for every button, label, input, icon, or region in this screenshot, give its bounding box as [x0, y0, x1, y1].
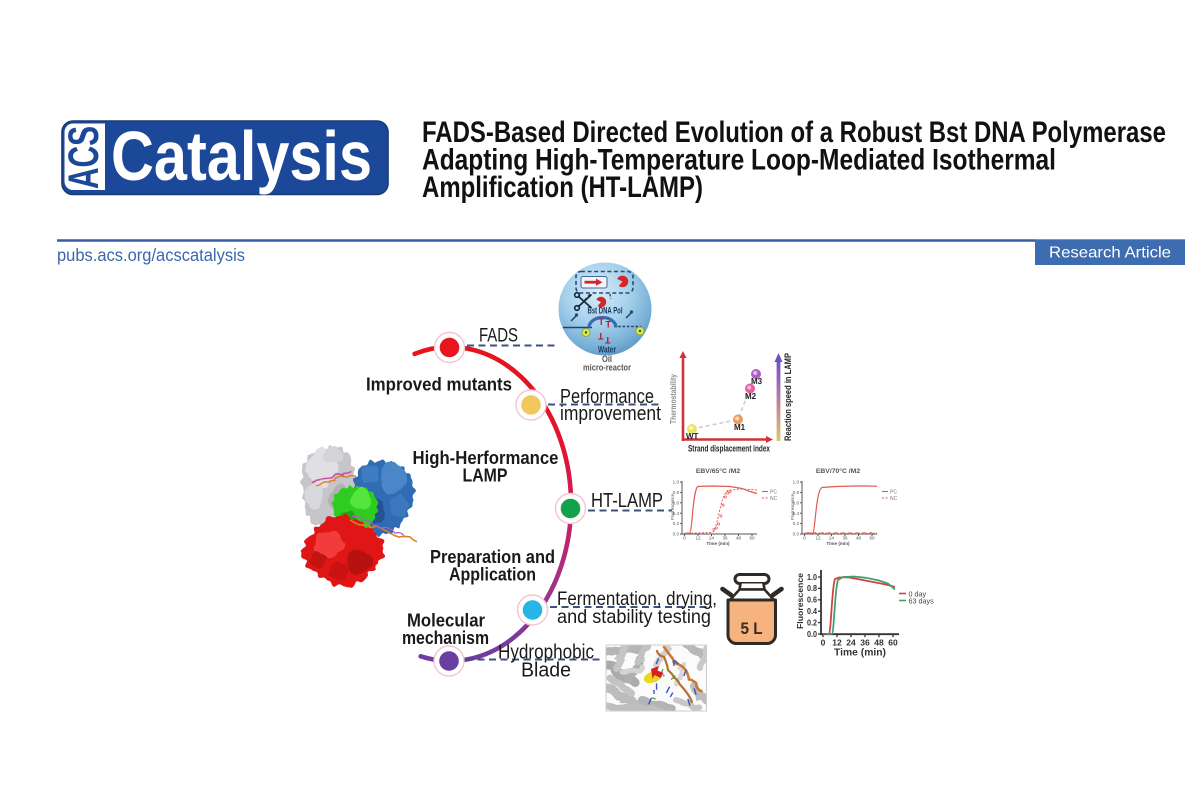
svg-text:Time (min): Time (min) — [826, 541, 850, 546]
svg-text:24: 24 — [846, 638, 856, 648]
svg-text:T: T — [598, 331, 604, 341]
svg-text:EBV/70°C /M2: EBV/70°C /M2 — [816, 467, 860, 475]
svg-text:mechanism: mechanism — [402, 628, 489, 648]
svg-text:60: 60 — [749, 536, 755, 541]
svg-text:1.0: 1.0 — [673, 480, 680, 485]
svg-text:NC: NC — [890, 496, 898, 502]
svg-text:T: T — [606, 320, 612, 330]
svg-text:0.0: 0.0 — [807, 630, 817, 639]
svg-text:0.4: 0.4 — [807, 607, 817, 616]
svg-text:36: 36 — [722, 536, 728, 541]
svg-text:T: T — [605, 335, 611, 345]
svg-text:Thermostability: Thermostability — [668, 374, 678, 424]
svg-text:Fluorescence: Fluorescence — [795, 573, 805, 629]
svg-text:Water: Water — [598, 345, 616, 355]
svg-text:LAMP: LAMP — [463, 466, 508, 486]
svg-text:Catalysis: Catalysis — [111, 117, 372, 195]
svg-text:NC: NC — [770, 496, 778, 502]
svg-text:48: 48 — [736, 536, 742, 541]
svg-text:60: 60 — [888, 638, 898, 648]
svg-text:M2: M2 — [745, 392, 757, 401]
svg-text:0.2: 0.2 — [807, 618, 817, 627]
svg-text:HT-LAMP: HT-LAMP — [591, 490, 663, 512]
svg-text:0.8: 0.8 — [807, 584, 817, 593]
svg-text:WT: WT — [686, 432, 699, 441]
svg-text:Research Article: Research Article — [1049, 245, 1171, 262]
svg-text:24: 24 — [829, 536, 835, 541]
svg-text:pubs.acs.org/acscatalysis: pubs.acs.org/acscatalysis — [57, 245, 245, 265]
svg-text:Application: Application — [449, 565, 536, 585]
svg-text:Bst DNA Pol: Bst DNA Pol — [588, 306, 623, 316]
svg-text:T: T — [599, 317, 605, 327]
svg-text:M1: M1 — [734, 423, 746, 432]
svg-text:EBV/65°C /M2: EBV/65°C /M2 — [696, 467, 740, 475]
svg-text:Fluorescence: Fluorescence — [790, 494, 796, 520]
svg-text:Amplification (HT-LAMP): Amplification (HT-LAMP) — [422, 171, 703, 204]
svg-text:Improved mutants: Improved mutants — [366, 375, 512, 395]
svg-text:micro-reactor: micro-reactor — [583, 363, 631, 374]
svg-text:0.0: 0.0 — [793, 532, 800, 537]
svg-text:Strand displacement index: Strand displacement index — [688, 444, 770, 454]
svg-text:improvement: improvement — [560, 403, 661, 425]
svg-text:60: 60 — [869, 536, 875, 541]
svg-text:0.6: 0.6 — [807, 596, 817, 605]
svg-text:PC: PC — [770, 490, 777, 496]
svg-text:FADS: FADS — [479, 326, 518, 347]
svg-text:Reaction speed in LAMP: Reaction speed in LAMP — [783, 353, 793, 441]
svg-text:PC: PC — [890, 490, 897, 496]
svg-text:12: 12 — [832, 638, 842, 648]
svg-text:0: 0 — [683, 536, 686, 541]
svg-text:Time (min): Time (min) — [834, 648, 886, 659]
svg-text:5 L: 5 L — [741, 619, 763, 638]
svg-text:63 days: 63 days — [909, 596, 935, 605]
svg-text:Time (min): Time (min) — [706, 541, 730, 546]
svg-text:M3: M3 — [751, 377, 763, 386]
svg-text:48: 48 — [856, 536, 862, 541]
svg-text:48: 48 — [874, 638, 884, 648]
svg-text:0.2: 0.2 — [673, 521, 680, 526]
svg-text:ACS: ACS — [60, 126, 108, 189]
svg-text:0.2: 0.2 — [793, 521, 800, 526]
svg-text:Fluorescence: Fluorescence — [670, 494, 676, 520]
svg-text:1.0: 1.0 — [807, 573, 817, 582]
svg-text:0: 0 — [821, 638, 826, 648]
svg-text:36: 36 — [860, 638, 870, 648]
svg-text:36: 36 — [842, 536, 848, 541]
svg-text:Blade: Blade — [521, 660, 571, 682]
svg-text:0.0: 0.0 — [673, 532, 680, 537]
svg-text:12: 12 — [695, 536, 701, 541]
svg-text:12: 12 — [815, 536, 821, 541]
svg-text:1.0: 1.0 — [793, 480, 800, 485]
svg-text:0: 0 — [803, 536, 806, 541]
svg-text:24: 24 — [709, 536, 715, 541]
svg-text:and stability testing: and stability testing — [557, 606, 711, 628]
